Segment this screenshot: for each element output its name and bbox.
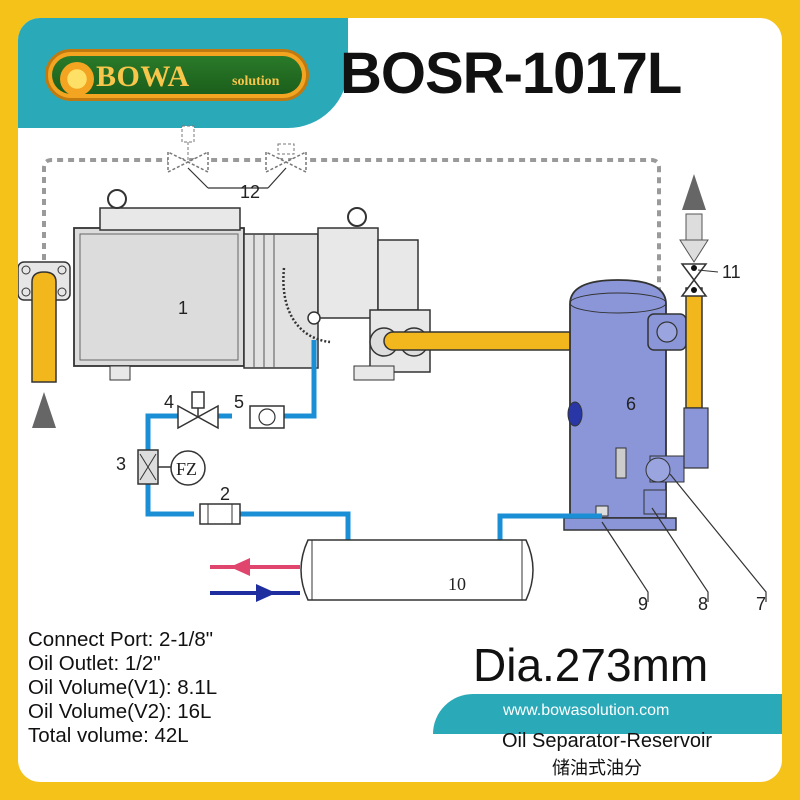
return-arrow-body xyxy=(685,213,703,241)
label-7: 7 xyxy=(756,594,766,614)
valve-11 xyxy=(680,263,708,297)
suction-pipe xyxy=(31,271,57,383)
label-5: 5 xyxy=(234,392,244,412)
label-3: 3 xyxy=(116,454,126,474)
oil-separator-tank xyxy=(563,279,687,531)
website-link[interactable]: www.bowasolution.com xyxy=(503,702,670,719)
suction-arrow-up xyxy=(32,392,56,428)
label-fz: FZ xyxy=(176,459,197,479)
water-in-arrow xyxy=(230,558,250,576)
screw-compressor xyxy=(73,189,431,381)
spec-oil-volume-v2: Oil Volume(V2): 16L xyxy=(28,700,212,723)
brand-logo: BOWA solution xyxy=(45,49,309,101)
valve-12-left xyxy=(167,125,209,174)
oil-outlet-line xyxy=(497,513,602,548)
label-9: 9 xyxy=(638,594,648,614)
filter-drier-2 xyxy=(199,503,241,525)
spec-connect-port: Connect Port: 2-1/8" xyxy=(28,628,214,651)
label-11: 11 xyxy=(722,262,741,282)
footer-teal-panel xyxy=(433,694,782,734)
solenoid-valve-4 xyxy=(177,391,219,430)
label-12: 12 xyxy=(240,182,260,202)
logo-inner: BOWA solution xyxy=(52,56,302,96)
callout-8 xyxy=(651,507,709,602)
model-title: BOSR-1017L xyxy=(340,41,682,106)
return-arrow-up xyxy=(682,174,706,210)
label-1: 1 xyxy=(178,298,188,318)
product-subtitle: Oil Separator-Reservoir xyxy=(502,730,713,752)
callout-7 xyxy=(669,473,767,602)
system-diagram: 12 1 xyxy=(18,125,767,614)
water-out-arrow xyxy=(256,584,276,602)
logo-text: BOWA xyxy=(96,60,190,93)
label-10: 10 xyxy=(448,574,466,594)
diameter-label: Dia.273mm xyxy=(473,639,709,691)
flow-switch-fz xyxy=(170,450,206,486)
return-pipe xyxy=(685,287,703,409)
label-4: 4 xyxy=(164,392,174,412)
spec-list: Connect Port: 2-1/8" Oil Outlet: 1/2" Oi… xyxy=(28,628,217,748)
logo-subtext: solution xyxy=(232,74,280,89)
spec-oil-volume-v1: Oil Volume(V1): 8.1L xyxy=(28,676,218,699)
oil-cooler-10 xyxy=(300,539,534,601)
spec-total-volume: Total volume: 42L xyxy=(28,724,189,747)
product-subtitle-cn: 储油式油分 xyxy=(552,758,642,778)
callout-9 xyxy=(601,521,649,602)
label-8: 8 xyxy=(698,594,708,614)
oil-line xyxy=(145,340,351,548)
spec-oil-outlet: Oil Outlet: 1/2" xyxy=(28,652,161,675)
valve-12-right xyxy=(265,143,307,174)
sun-icon xyxy=(60,62,94,96)
label-6: 6 xyxy=(626,394,636,414)
product-card: BOWA solution BOSR-1017L 12 xyxy=(18,18,782,782)
label-2: 2 xyxy=(220,484,230,504)
check-valve xyxy=(683,407,709,469)
